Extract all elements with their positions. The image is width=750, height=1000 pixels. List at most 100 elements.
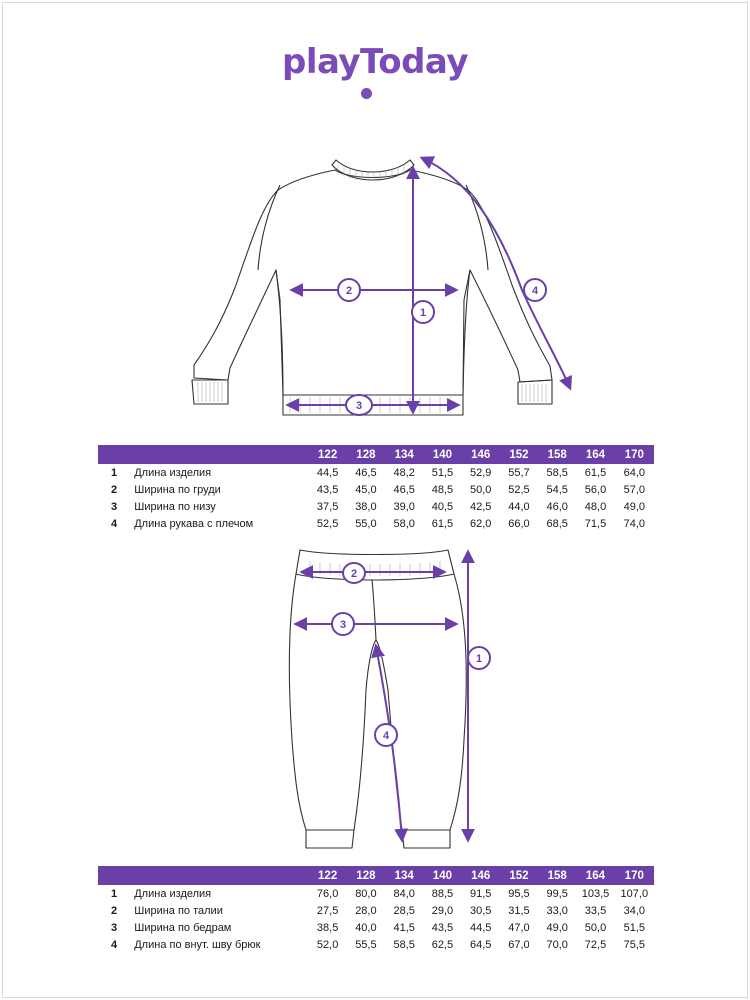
table-cell: 58,0	[393, 517, 415, 530]
row-label: Ширина по низу	[134, 500, 216, 513]
sweater-size-header: 122 128 134 140 146 152 158 164 170	[98, 445, 654, 464]
table-cell: 45,0	[355, 483, 377, 496]
table-cell: 51,5	[431, 466, 454, 479]
table-cell: 54,5	[546, 483, 568, 496]
size-146: 146	[461, 866, 500, 885]
table-cell: 43,5	[316, 483, 339, 496]
table-cell: 52,5	[508, 483, 530, 496]
size-128: 128	[346, 445, 386, 464]
size-140: 140	[423, 866, 462, 885]
table-cell: 68,5	[546, 517, 568, 530]
table-cell: 47,0	[508, 921, 530, 934]
size-122: 122	[308, 866, 347, 885]
table-cell: 33,0	[546, 904, 568, 917]
left-cuff	[191, 379, 229, 405]
table-cell: 74,0	[623, 517, 646, 530]
sweater-size-table: 122 128 134 140 146 152 158 164 170 1 Дл…	[98, 445, 654, 532]
table-cell: 44,0	[508, 500, 530, 513]
size-158: 158	[538, 866, 577, 885]
row-number: 3	[111, 921, 118, 934]
table-row: 2 Ширина по груди 43,5 45,0 46,5 48,5 50…	[98, 481, 654, 498]
table-cell: 95,5	[508, 887, 530, 900]
table-row: 4 Длина рукава с плечом 52,5 55,0 58,0 6…	[98, 515, 654, 532]
table-cell: 49,0	[623, 500, 646, 513]
size-128: 128	[346, 866, 386, 885]
size-164: 164	[576, 866, 615, 885]
table-cell: 61,5	[584, 466, 607, 479]
hem-band	[282, 395, 464, 416]
table-cell: 37,5	[316, 500, 339, 513]
table-cell: 55,5	[355, 938, 377, 951]
logo-dot	[361, 88, 372, 99]
table-cell: 55,0	[355, 517, 377, 530]
marker-1-label: 1	[420, 307, 426, 319]
table-cell: 49,0	[546, 921, 568, 934]
table-row: 2 Ширина по талии 27,5 28,0 28,5 29,0 30…	[98, 902, 654, 919]
table-cell: 43,5	[431, 921, 454, 934]
table-cell: 70,0	[546, 938, 568, 951]
table-row: 4 Длина по внут. шву брюк 52,0 55,5 58,5…	[98, 936, 654, 953]
table-cell: 62,0	[469, 517, 492, 530]
table-cell: 46,5	[355, 466, 377, 479]
table-cell: 99,5	[546, 887, 568, 900]
marker-4-label: 4	[532, 285, 539, 297]
size-122: 122	[308, 445, 347, 464]
table-cell: 91,5	[469, 887, 492, 900]
table-cell: 44,5	[469, 921, 492, 934]
table-cell: 48,5	[431, 483, 454, 496]
table-cell: 72,5	[584, 938, 607, 951]
table-cell: 55,7	[508, 466, 530, 479]
marker-3-label: 3	[356, 400, 362, 412]
row-label: Длина изделия	[134, 466, 212, 479]
pants-size-table: 122 128 134 140 146 152 158 164 170 1 Дл…	[98, 866, 654, 953]
table-cell: 34,0	[623, 904, 646, 917]
table-cell: 80,0	[355, 887, 377, 900]
row-number: 2	[111, 483, 118, 496]
table-cell: 39,0	[393, 500, 415, 513]
table-cell: 44,5	[316, 466, 339, 479]
pants-marker-1-badge	[467, 646, 491, 670]
pants-outline	[288, 573, 467, 831]
table-cell: 103,5	[581, 887, 610, 900]
row-label: Длина по внут. шву брюк	[134, 938, 261, 951]
table-cell: 71,5	[584, 517, 607, 530]
marker-4-badge	[523, 278, 547, 302]
pants-marker-2-badge	[342, 562, 366, 584]
row-number: 2	[111, 904, 118, 917]
pants-marker-2-label: 2	[351, 568, 357, 580]
table-cell: 27,5	[316, 904, 339, 917]
row-number: 1	[111, 887, 118, 900]
row-number: 4	[111, 517, 118, 530]
table-cell: 64,0	[623, 466, 646, 479]
size-170: 170	[614, 445, 654, 464]
pants-marker-3-label: 3	[340, 619, 346, 631]
table-cell: 75,5	[623, 938, 646, 951]
size-152: 152	[499, 866, 539, 885]
table-cell: 29,0	[431, 904, 454, 917]
table-cell: 62,5	[431, 938, 454, 951]
table-cell: 67,0	[508, 938, 530, 951]
marker-3-badge	[345, 394, 373, 416]
pants-diagram: 1 2 3 4	[288, 549, 491, 849]
size-170: 170	[614, 866, 654, 885]
size-146: 146	[461, 445, 500, 464]
table-cell: 52,9	[469, 466, 492, 479]
table-cell: 56,0	[584, 483, 607, 496]
sweater-collar	[331, 159, 415, 181]
table-cell: 58,5	[546, 466, 568, 479]
right-cuff	[517, 379, 553, 405]
sweater-diagram: 1 2 3 4	[191, 156, 573, 416]
table-cell: 50,0	[469, 483, 492, 496]
table-cell: 33,5	[584, 904, 607, 917]
size-134: 134	[385, 866, 424, 885]
table-cell: 40,5	[431, 500, 454, 513]
table-cell: 84,0	[393, 887, 415, 900]
size-140: 140	[423, 445, 462, 464]
pants-marker-4-badge	[374, 723, 398, 747]
table-cell: 50,0	[584, 921, 607, 934]
table-cell: 66,0	[508, 517, 530, 530]
table-cell: 40,0	[355, 921, 377, 934]
row-label: Ширина по груди	[134, 483, 221, 496]
marker-2-badge	[337, 278, 361, 302]
